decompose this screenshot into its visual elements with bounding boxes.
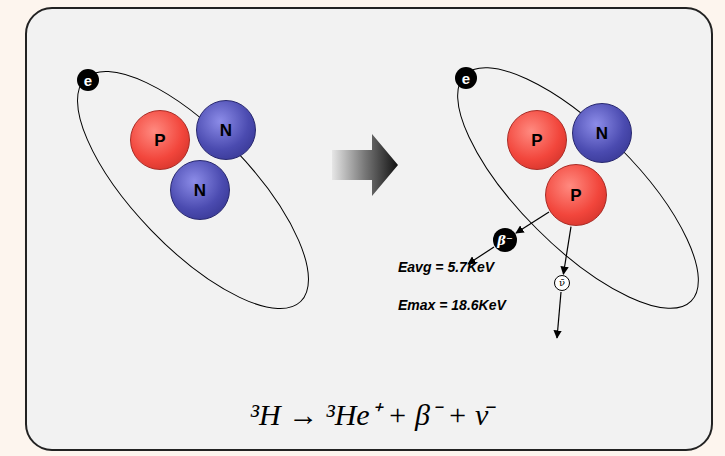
particle-symbol: P	[154, 132, 165, 149]
frame	[26, 8, 712, 450]
proton: P	[507, 110, 567, 170]
energy-label: Eavg = 5.7KeV	[398, 259, 494, 275]
particle-symbol: ν̄	[559, 278, 565, 288]
particle-symbol: e	[84, 73, 92, 88]
beta-particle: β⁻	[493, 228, 517, 252]
electron: e	[77, 69, 99, 91]
energy-label: Emax = 18.6KeV	[398, 297, 506, 313]
particle-symbol: P	[531, 132, 542, 149]
particle-symbol: N	[220, 122, 232, 139]
proton: P	[130, 110, 190, 170]
neutron: N	[170, 160, 230, 220]
proton: P	[545, 164, 607, 226]
emission-arrow	[516, 212, 549, 233]
emission-arrow	[563, 227, 571, 275]
neutron: N	[196, 100, 256, 160]
particle-symbol: N	[194, 182, 206, 199]
neutron: N	[572, 103, 632, 163]
particle-symbol: β⁻	[497, 234, 513, 247]
orbit	[44, 38, 343, 342]
particle-symbol: e	[462, 71, 470, 86]
antineutrino-path	[557, 292, 561, 338]
particle-symbol: P	[570, 187, 581, 204]
decay-equation: ³H → ³He⁺ + β⁻ + ν̄	[250, 393, 488, 434]
orbit	[424, 34, 725, 342]
electron: e	[455, 67, 477, 89]
reaction-arrow	[332, 134, 398, 196]
antineutrino: ν̄	[554, 275, 570, 291]
particle-symbol: N	[596, 125, 608, 142]
